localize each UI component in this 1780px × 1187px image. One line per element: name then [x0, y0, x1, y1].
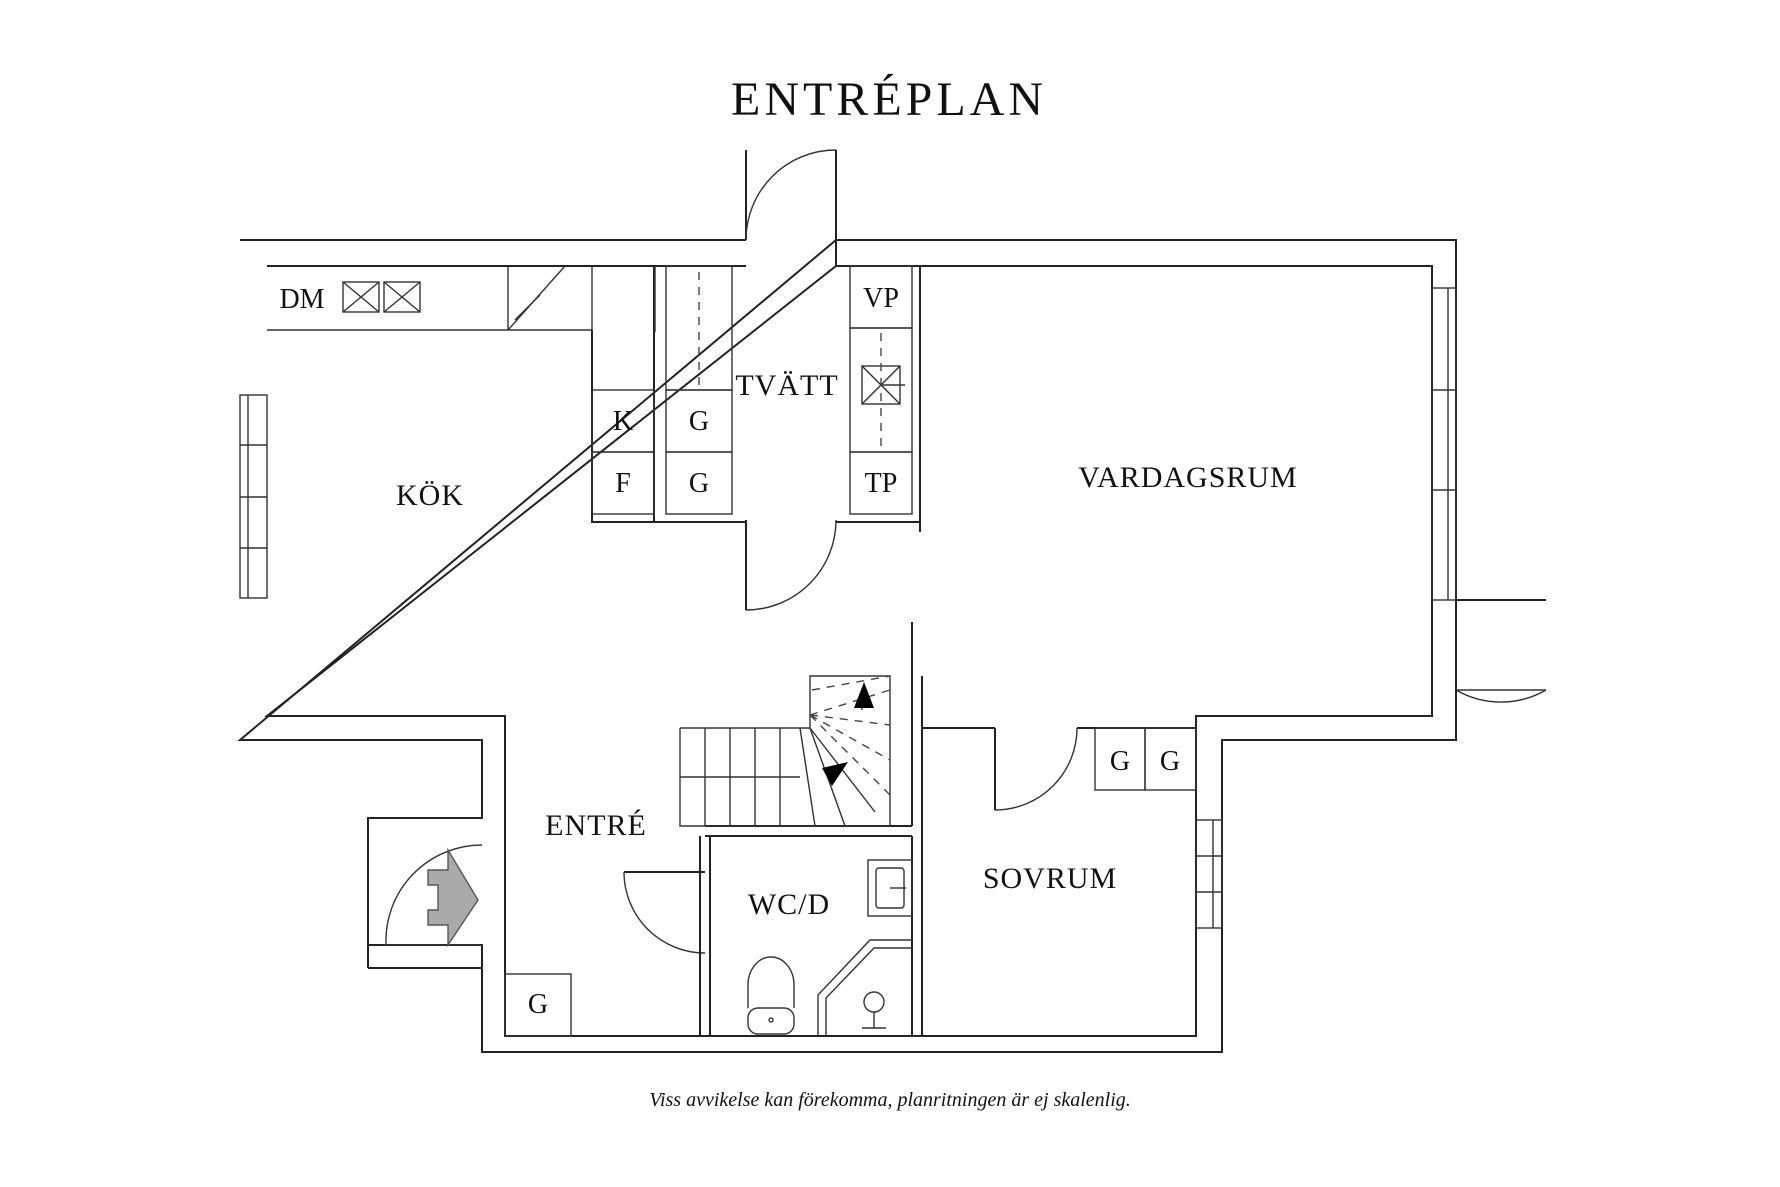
- door-laundry: [745, 519, 837, 611]
- window-kitchen: [239, 394, 268, 599]
- dryer-label: TP: [865, 468, 898, 499]
- door-entrance: [367, 818, 483, 969]
- washbasin-icon: [867, 859, 913, 917]
- shower-icon: [817, 939, 912, 1036]
- entrance-arrow-icon: [427, 847, 479, 948]
- room-entrance-label: ENTRÉ: [545, 809, 647, 842]
- fridge-freezer: [591, 389, 655, 515]
- staircase: [679, 675, 891, 827]
- window-living: [1431, 287, 1457, 601]
- entrance-wardrobe: [504, 973, 572, 1037]
- bedroom-wardrobe-label-1: G: [1110, 746, 1130, 777]
- wardrobe-label-2: G: [689, 468, 709, 499]
- fridge-label: K: [613, 406, 633, 437]
- room-wc-label: WC/D: [748, 888, 830, 921]
- interior-walls: [591, 266, 1196, 1036]
- utility-sink-icon: [861, 333, 905, 448]
- dishwasher-label: DM: [279, 284, 324, 315]
- washer-label: VP: [863, 283, 899, 314]
- wardrobe-label-1: G: [689, 406, 709, 437]
- room-living-label: VARDAGSRUM: [1078, 461, 1298, 494]
- bedroom-wardrobe: [1094, 727, 1197, 791]
- toilet-icon: [747, 956, 795, 1035]
- door-bedroom: [994, 727, 1078, 811]
- disclaimer-note: Viss avvikelse kan förekomma, planritnin…: [649, 1089, 1131, 1111]
- kitchen-counter: [267, 265, 656, 332]
- room-bedroom-label: SOVRUM: [983, 862, 1117, 895]
- door-wc: [623, 871, 706, 954]
- plan-title: ENTRÉPLAN: [731, 73, 1047, 126]
- stair-up-arrow-icon: [854, 682, 874, 708]
- freezer-label: F: [615, 468, 631, 499]
- sink-icon: [342, 281, 421, 313]
- door-living: [1455, 599, 1547, 703]
- room-kitchen-label: KÖK: [396, 479, 464, 512]
- door-top: [745, 149, 837, 266]
- room-laundry-label: TVÄTT: [735, 369, 838, 402]
- window-bedroom: [1195, 819, 1223, 929]
- laundry-wardrobe: [665, 265, 733, 515]
- laundry-appliances: [849, 265, 913, 515]
- bedroom-wardrobe-label-2: G: [1160, 746, 1180, 777]
- entrance-wardrobe-label: G: [528, 989, 548, 1020]
- outer-wall: [237, 239, 1457, 1053]
- stair-down-arrow-icon: [822, 762, 848, 786]
